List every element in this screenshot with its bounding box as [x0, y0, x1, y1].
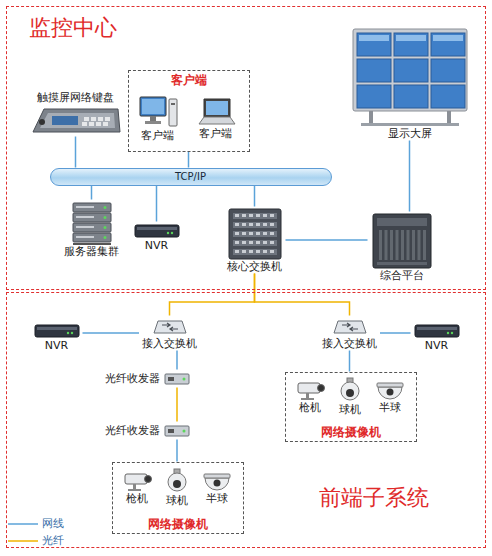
ball-icon — [165, 468, 189, 494]
legend-line-sample — [8, 520, 38, 528]
fiber-link — [170, 274, 255, 316]
device-label: 球机 — [339, 403, 361, 416]
ball-icon — [338, 377, 362, 403]
network-cable — [380, 332, 411, 334]
region-title: 监控中心 — [29, 15, 117, 41]
switch-icon — [333, 317, 367, 337]
device-label: NVR — [45, 339, 68, 352]
dome-icon — [375, 379, 405, 401]
group-heading: 网络摄像机 — [286, 425, 416, 439]
network-cable — [286, 239, 368, 241]
legend-line-sample — [8, 537, 38, 545]
gun-icon — [121, 470, 153, 492]
device-node: 光纤收发器 — [102, 370, 193, 388]
device-node: 综合平台 — [368, 212, 436, 283]
network-cable — [83, 332, 140, 334]
group-heading: 客户端 — [129, 73, 249, 87]
device-label: NVR — [425, 339, 448, 352]
device-node: 服务器集群 — [61, 200, 122, 259]
wall-icon — [349, 27, 471, 127]
device-node: 触摸屏网络键盘 — [27, 90, 125, 137]
nvr-icon — [414, 323, 460, 339]
device-node: 核心交换机 — [224, 207, 286, 274]
platform-icon — [371, 213, 433, 269]
device-label: 球机 — [166, 494, 188, 507]
device-group: 客户端客户端客户端 — [128, 70, 250, 152]
network-cable — [156, 186, 158, 222]
network-cable — [409, 141, 411, 212]
device-label: 综合平台 — [380, 269, 424, 282]
network-bus: TCP/IP — [50, 168, 332, 186]
laptop-icon — [196, 97, 236, 127]
device-label: 接入交换机 — [322, 337, 377, 350]
network-cable — [254, 186, 256, 207]
device-group: 枪机 球机 半球网络摄像机 — [285, 372, 417, 442]
network-cable — [91, 186, 93, 200]
device-node: NVR — [31, 322, 83, 353]
group-heading: 网络摄像机 — [113, 517, 243, 531]
device-node: NVR — [411, 322, 463, 353]
device-label: 枪机 — [299, 401, 321, 414]
device-label: 接入交换机 — [142, 337, 197, 350]
nvr-icon — [34, 323, 80, 339]
device-label: 显示大屏 — [388, 127, 432, 140]
device-label: 半球 — [379, 401, 401, 414]
fiber-link — [176, 388, 178, 422]
switch-icon — [153, 317, 187, 337]
device-node: 客户端 — [193, 96, 239, 141]
device-node: 枪机 — [291, 378, 329, 415]
network-cable — [188, 152, 190, 168]
device-node: 半球 — [372, 378, 408, 415]
nvr-icon — [134, 223, 180, 239]
network-cable — [176, 440, 178, 462]
device-node: 显示大屏 — [346, 26, 474, 141]
legend-text: 光纤 — [42, 533, 64, 548]
network-cable — [349, 351, 351, 372]
gun-icon — [294, 379, 326, 401]
device-node: 球机 — [162, 467, 192, 508]
legend-item: 网线 — [8, 515, 64, 532]
network-cable — [75, 137, 77, 168]
device-label: 客户端 — [199, 127, 232, 140]
device-label: 半球 — [206, 492, 228, 505]
keyboard-icon — [30, 104, 122, 136]
legend-item: 光纤 — [8, 532, 64, 549]
fiber-link — [255, 274, 350, 316]
device-node: 接入交换机 — [139, 316, 200, 351]
device-label: 客户端 — [141, 129, 174, 142]
device-node: 半球 — [199, 469, 235, 506]
device-node: NVR — [131, 222, 183, 253]
region-title: 前端子系统 — [319, 485, 429, 511]
device-node: 枪机 — [118, 469, 156, 506]
legend: 网线光纤 — [8, 515, 64, 549]
device-label: 光纤收发器 — [105, 372, 160, 385]
device-label: 服务器集群 — [64, 245, 119, 258]
device-node: 球机 — [335, 376, 365, 417]
network-cable — [176, 351, 178, 370]
device-label: 枪机 — [126, 492, 148, 505]
fiber-icon — [164, 371, 190, 387]
region-frame: NVR接入交换机接入交换机NVR光纤收发器枪机球机半球网络摄像机光纤收发器枪机球… — [6, 292, 486, 548]
desktop-icon — [138, 95, 178, 129]
device-label: 核心交换机 — [227, 260, 282, 273]
server-icon — [69, 201, 115, 245]
device-label: 光纤收发器 — [105, 424, 160, 437]
device-node: 客户端 — [135, 94, 181, 143]
device-label: 触摸屏网络键盘 — [37, 91, 114, 104]
region-frame: 触摸屏网络键盘客户端客户端客户端显示大屏TCP/IP服务器集群NVR核心交换机综… — [6, 6, 486, 290]
device-label: NVR — [145, 239, 168, 252]
device-node: 光纤收发器 — [102, 422, 193, 440]
fiber-icon — [164, 423, 190, 439]
device-label: TCP/IP — [175, 171, 206, 182]
dome-icon — [202, 470, 232, 492]
device-node: 接入交换机 — [319, 316, 380, 351]
core-icon — [227, 208, 283, 260]
legend-text: 网线 — [42, 516, 64, 531]
device-group: 枪机 球机 半球网络摄像机 — [112, 462, 244, 534]
